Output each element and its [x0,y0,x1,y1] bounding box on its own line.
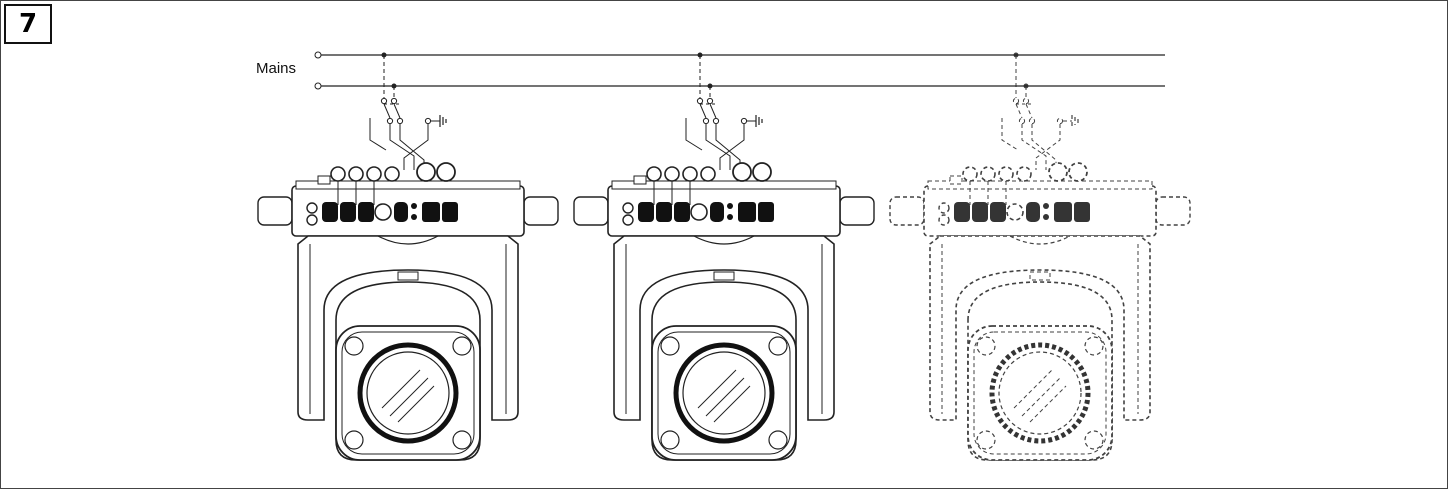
mains-lines [314,51,1165,90]
figure-number: 7 [4,4,52,44]
fixture-unit-1 [258,51,558,461]
fixture-unit-3 [890,51,1190,461]
fixture-unit-2 [574,51,874,461]
mains-label: Mains [256,60,297,77]
